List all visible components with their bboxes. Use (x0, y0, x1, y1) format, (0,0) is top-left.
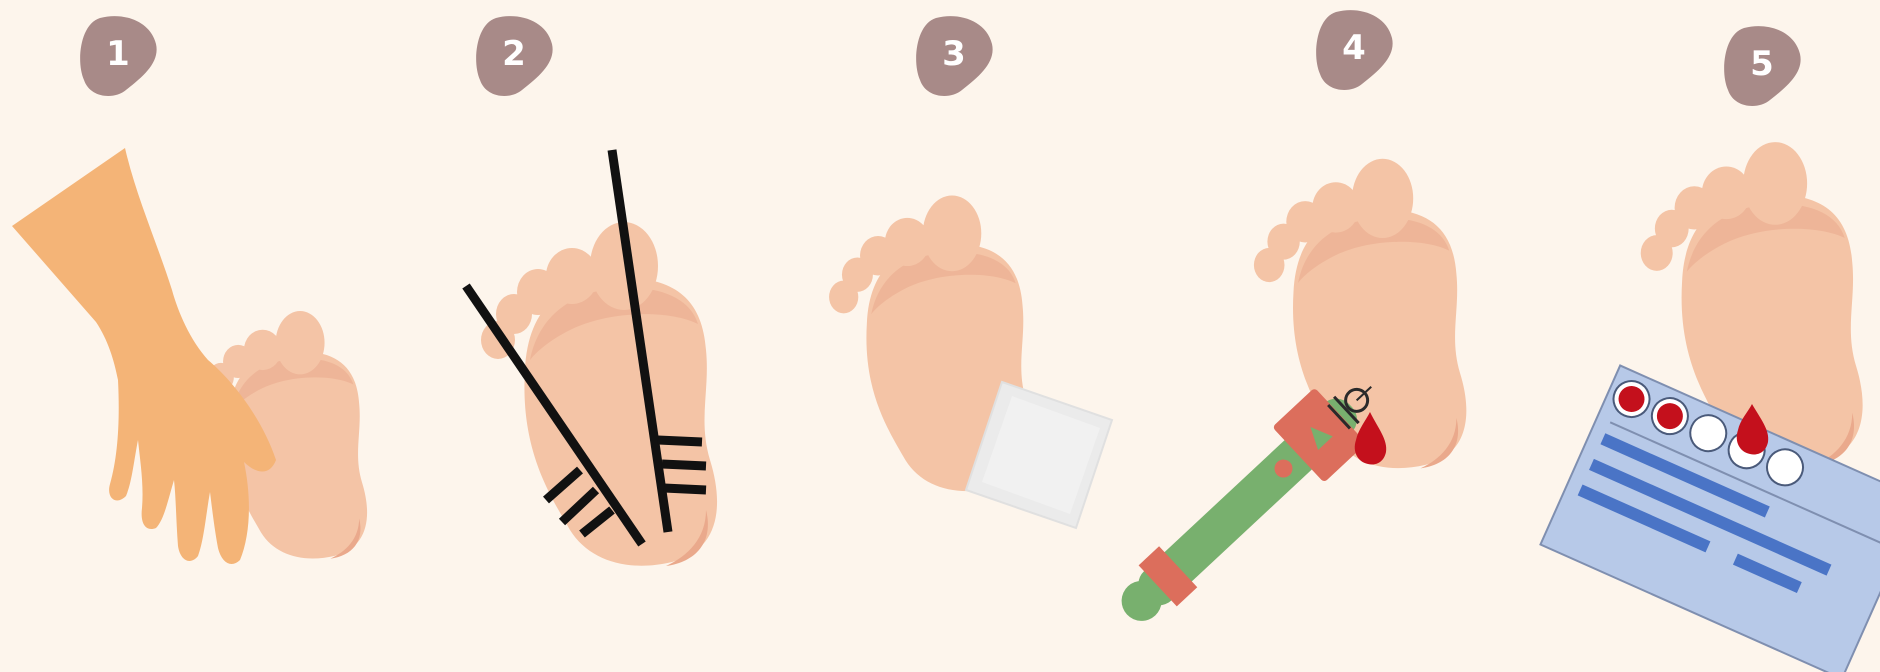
step-5-illustration (1540, 142, 1880, 672)
baby-foot-icon (481, 222, 717, 566)
step-4-illustration (1101, 159, 1466, 642)
step-1-illustration (12, 148, 367, 564)
step-3-illustration (829, 196, 1112, 528)
step-2-illustration (466, 150, 717, 566)
